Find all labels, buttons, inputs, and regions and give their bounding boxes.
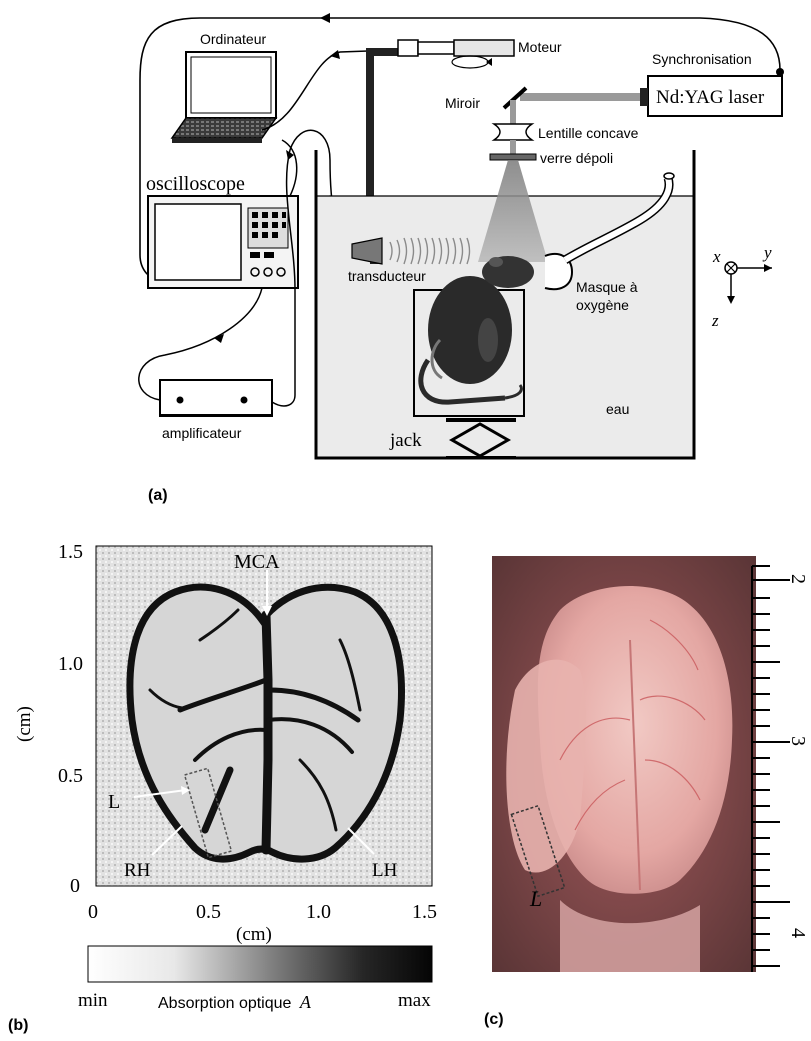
mask-label-line1: Masque à	[576, 279, 638, 295]
y-tick-3: 0	[70, 875, 80, 897]
rh-label: RH	[124, 860, 151, 881]
x-unit: (cm)	[236, 924, 272, 945]
laser-beam	[520, 93, 640, 101]
y-tick-0: 1.5	[58, 541, 83, 563]
lh-label: LH	[372, 860, 398, 881]
diffuser	[490, 154, 536, 160]
concave-lens	[494, 124, 532, 140]
sync-point	[776, 68, 784, 76]
y-unit: (cm)	[14, 706, 35, 742]
panel-b: MCA L RH LH 1.5 1.0 0.5 0 (cm) 0 0.5 1.0…	[8, 541, 437, 1034]
computer	[172, 52, 276, 143]
mca-label: MCA	[234, 551, 280, 573]
mirror-label: Miroir	[445, 95, 480, 111]
x-tick-1: 0.5	[196, 901, 221, 923]
axis-y-label: y	[762, 243, 772, 262]
panel-a-label: (a)	[148, 487, 168, 504]
ruler-label-2: 2	[787, 574, 809, 584]
mask-label-line2: oxygène	[576, 297, 629, 313]
axis-x-label: x	[712, 247, 721, 266]
x-tick-3: 1.5	[412, 901, 437, 923]
ruler-label-4: 4	[787, 928, 809, 938]
diffuser-label: verre dépoli	[540, 150, 613, 166]
colorbar-max: max	[398, 990, 431, 1011]
l-label-c: L	[529, 886, 542, 911]
axes-icon	[725, 262, 772, 304]
jack-label: jack	[389, 430, 422, 451]
amplifier	[160, 380, 272, 417]
l-label-b: L	[108, 791, 120, 813]
computer-label: Ordinateur	[200, 31, 266, 47]
sync-cable-arrow	[320, 13, 330, 23]
panel-c: L	[484, 556, 809, 1028]
computer-motor-cable	[262, 50, 398, 130]
oscilloscope-label: oscilloscope	[146, 173, 245, 195]
amplifier-label: amplificateur	[162, 425, 242, 441]
x-tick-0: 0	[88, 901, 98, 923]
laser-label: Nd:YAG laser	[656, 87, 765, 108]
ruler-label-3: 3	[787, 736, 809, 746]
transducer-label: transducteur	[348, 268, 426, 284]
water-label: eau	[606, 401, 629, 417]
panel-c-label: (c)	[484, 1011, 504, 1028]
colorbar	[88, 946, 432, 982]
y-tick-2: 0.5	[58, 765, 83, 787]
oscilloscope	[148, 196, 298, 288]
y-tick-1: 1.0	[58, 653, 83, 675]
osc-computer-cable	[282, 140, 297, 196]
colorbar-min: min	[78, 990, 108, 1011]
panel-a: Ordinateur oscilloscope	[139, 13, 784, 504]
x-tick-2: 1.0	[306, 901, 331, 923]
colorbar-title: Absorption optique A	[158, 992, 312, 1012]
lens-label: Lentille concave	[538, 125, 639, 141]
axis-z-label: z	[711, 311, 719, 330]
motor-label: Moteur	[518, 39, 562, 55]
ruler	[752, 566, 790, 972]
sync-label: Synchronisation	[652, 51, 752, 67]
panel-b-label: (b)	[8, 1017, 28, 1034]
